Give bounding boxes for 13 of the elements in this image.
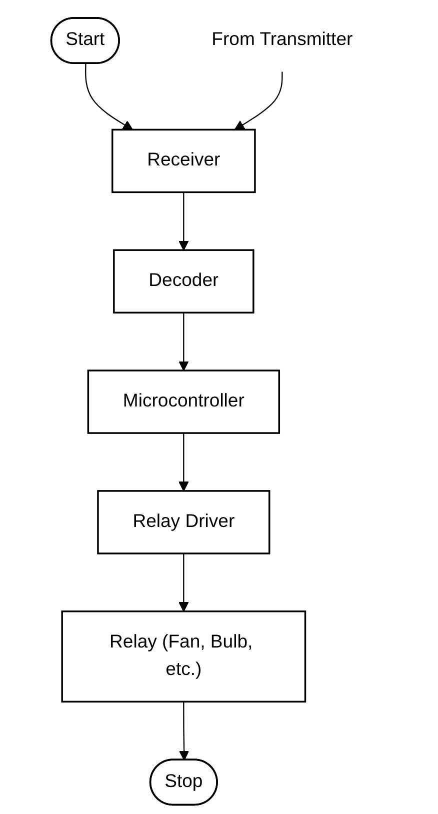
arrow — [178, 433, 188, 492]
node-box: Relay (Fan, Bulb, etc.) — [60, 610, 306, 703]
arrow — [178, 192, 188, 251]
node-box: Decoder — [112, 249, 254, 314]
arrow — [84, 64, 133, 130]
node-box: Microcontroller — [86, 370, 280, 434]
node-text: From Transmitter — [211, 30, 352, 50]
node-box: Receiver — [111, 128, 256, 194]
node-box: Relay Driver — [96, 490, 270, 554]
arrow — [234, 72, 282, 130]
arrow — [178, 312, 188, 371]
arrow — [178, 702, 189, 761]
arrow — [178, 553, 188, 612]
